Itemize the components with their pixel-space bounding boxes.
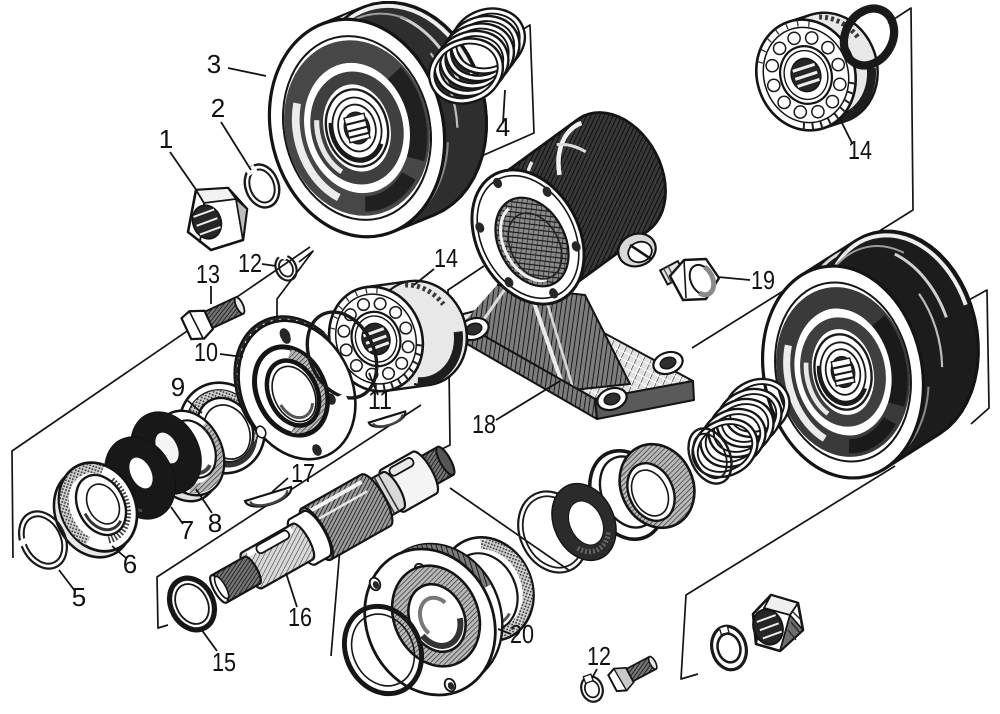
svg-text:19: 19: [751, 265, 775, 295]
svg-text:17: 17: [291, 458, 315, 488]
svg-text:12: 12: [587, 641, 611, 671]
svg-text:5: 5: [72, 582, 86, 612]
svg-text:11: 11: [368, 385, 392, 415]
svg-text:3: 3: [207, 49, 221, 79]
svg-text:1: 1: [159, 124, 173, 154]
svg-text:14: 14: [434, 243, 458, 273]
svg-text:12: 12: [238, 248, 262, 278]
svg-text:15: 15: [212, 647, 236, 677]
svg-text:20: 20: [510, 619, 534, 649]
svg-text:14: 14: [848, 135, 872, 165]
svg-text:7: 7: [180, 515, 194, 545]
svg-text:13: 13: [196, 259, 220, 289]
svg-text:18: 18: [472, 409, 496, 439]
svg-text:10: 10: [194, 337, 218, 367]
svg-text:4: 4: [496, 112, 510, 142]
svg-text:2: 2: [211, 93, 225, 123]
svg-text:16: 16: [288, 602, 312, 632]
svg-text:9: 9: [171, 372, 185, 402]
svg-text:6: 6: [123, 549, 137, 579]
svg-text:8: 8: [208, 508, 222, 538]
